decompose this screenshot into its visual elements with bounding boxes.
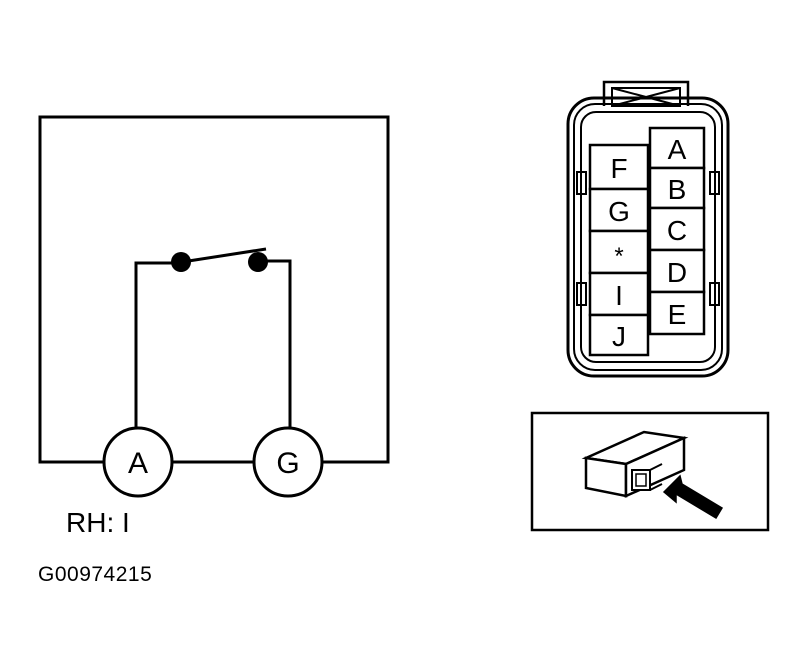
component-location-inset xyxy=(530,411,770,532)
switch-contact-left xyxy=(171,252,191,272)
right-latch-lower xyxy=(709,282,720,306)
terminal-g-label: G xyxy=(276,447,299,480)
rh-terminal-caption: RH: I xyxy=(66,507,130,538)
pin-e: E xyxy=(648,290,706,336)
pin-a-label: A xyxy=(668,134,687,165)
pin-b-label: B xyxy=(668,174,687,205)
pin-e-label: E xyxy=(668,299,687,330)
switch-lever xyxy=(181,247,267,264)
inset-frame xyxy=(530,411,770,532)
outer-loop-wire xyxy=(38,115,390,464)
connector-face xyxy=(566,80,730,378)
connector-housing-inner xyxy=(580,111,716,363)
figure-id: G00974215 xyxy=(38,563,153,586)
terminal-a-label: A xyxy=(128,447,148,480)
connector-lock-tab xyxy=(602,80,690,107)
pin-empty-label: * xyxy=(614,243,623,270)
pin-a: A xyxy=(648,126,706,170)
terminal-a: A xyxy=(102,426,174,498)
pin-i: I xyxy=(588,271,650,317)
pin-c: C xyxy=(648,206,706,252)
connector-pins-right: A B C D E xyxy=(648,126,706,336)
switch-contact-right xyxy=(248,252,268,272)
connector-housing-outer xyxy=(566,96,730,378)
switch-circuit xyxy=(38,115,390,464)
pin-f: F xyxy=(588,143,650,191)
pin-i-label: I xyxy=(615,280,623,311)
pin-f-label: F xyxy=(610,153,627,184)
terminal-g: G xyxy=(252,426,324,498)
right-branch-wire xyxy=(258,259,292,428)
pin-d: D xyxy=(648,248,706,294)
connector-housing-mid xyxy=(573,103,723,371)
connector-pins-left: F G * I J xyxy=(588,143,650,357)
pin-c-label: C xyxy=(667,215,687,246)
pin-empty: * xyxy=(588,229,650,275)
pin-j-label: J xyxy=(612,321,626,352)
pin-g-label: G xyxy=(608,196,630,227)
pin-d-label: D xyxy=(667,257,687,288)
pin-b: B xyxy=(648,166,706,210)
left-latch-lower xyxy=(576,282,587,306)
left-latch-upper xyxy=(576,171,587,195)
pin-g: G xyxy=(588,187,650,233)
module-box-icon xyxy=(581,430,689,498)
pin-j: J xyxy=(588,313,650,357)
location-arrow-icon xyxy=(662,474,724,520)
left-branch-wire xyxy=(134,261,180,428)
right-latch-upper xyxy=(709,171,720,195)
